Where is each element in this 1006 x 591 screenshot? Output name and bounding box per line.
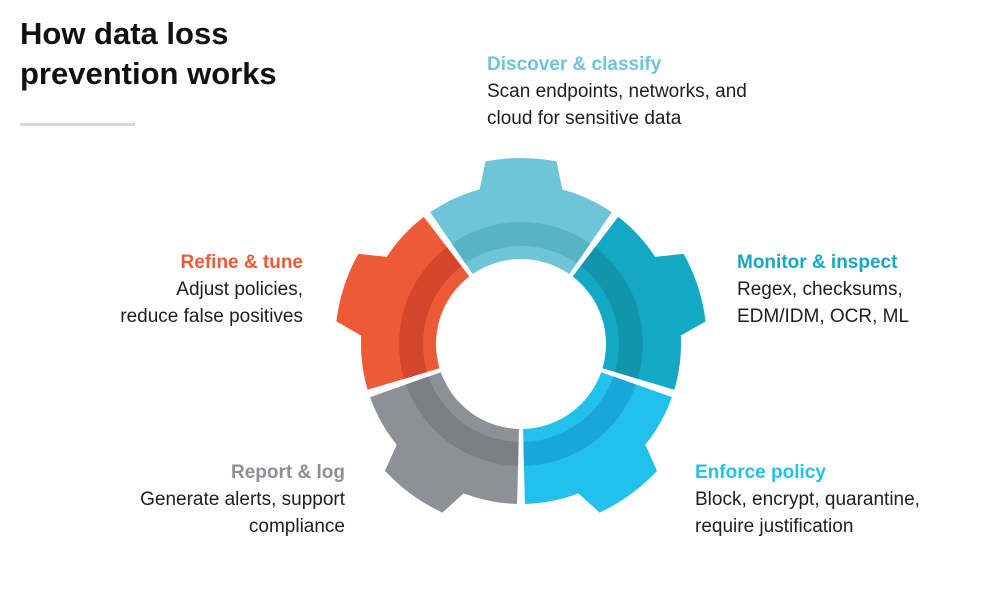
gear-segment-monitor-band bbox=[580, 247, 644, 379]
stage-monitor-desc-line-2: EDM/IDM, OCR, ML bbox=[737, 306, 910, 327]
gear-segment-report bbox=[370, 372, 519, 513]
stage-refine-title: Refine & tune bbox=[180, 252, 303, 273]
title-divider bbox=[20, 123, 135, 126]
gear-segment-refine-band bbox=[398, 247, 462, 379]
stage-refine-desc-line-2: reduce false positives bbox=[120, 306, 303, 327]
stage-refine-desc-line-1: Adjust policies, bbox=[176, 279, 303, 300]
page-title: How data loss prevention works bbox=[20, 14, 277, 94]
stage-report-title: Report & log bbox=[231, 462, 345, 483]
stage-enforce-desc-line-2: require justification bbox=[695, 516, 854, 537]
stage-monitor-desc-line-1: Regex, checksums, bbox=[737, 279, 903, 300]
stage-discover-desc-line-1: Scan endpoints, networks, and bbox=[487, 81, 747, 102]
stage-report-desc-line-2: compliance bbox=[248, 516, 345, 537]
stage-enforce: Enforce policy Block, encrypt, quarantin… bbox=[695, 460, 995, 540]
stage-discover: Discover & classify Scan endpoints, netw… bbox=[487, 52, 787, 132]
stage-enforce-desc: Block, encrypt, quarantine, require just… bbox=[695, 486, 995, 540]
stage-refine-desc: Adjust policies, reduce false positives bbox=[3, 276, 303, 330]
stage-report: Report & log Generate alerts, support co… bbox=[45, 460, 345, 540]
stage-monitor-title: Monitor & inspect bbox=[737, 252, 898, 273]
gear-segment-enforce bbox=[523, 372, 672, 513]
gear-segment-report-band bbox=[405, 376, 519, 466]
stage-enforce-desc-line-1: Block, encrypt, quarantine, bbox=[695, 489, 920, 510]
gear-segment-report-body bbox=[370, 372, 519, 513]
stage-discover-title: Discover & classify bbox=[487, 54, 662, 75]
stage-monitor: Monitor & inspect Regex, checksums, EDM/… bbox=[737, 250, 1006, 330]
gear-segment-refine bbox=[336, 216, 470, 390]
gear-segment-enforce-body bbox=[523, 372, 672, 513]
gear-segment-discover-body bbox=[430, 158, 612, 275]
stage-enforce-title: Enforce policy bbox=[695, 462, 826, 483]
gear-center-hole bbox=[437, 260, 605, 428]
stage-discover-desc: Scan endpoints, networks, and cloud for … bbox=[487, 78, 787, 132]
stage-report-desc: Generate alerts, support compliance bbox=[45, 486, 345, 540]
gear-segment-discover-band bbox=[451, 222, 591, 264]
stage-report-desc-line-1: Generate alerts, support bbox=[140, 489, 345, 510]
stage-discover-desc-line-2: cloud for sensitive data bbox=[487, 108, 682, 129]
stage-monitor-desc: Regex, checksums, EDM/IDM, OCR, ML bbox=[737, 276, 1006, 330]
stage-refine: Refine & tune Adjust policies, reduce fa… bbox=[3, 250, 303, 330]
title-line-1: How data loss bbox=[20, 16, 229, 51]
gear-segment-enforce-band bbox=[523, 376, 637, 466]
title-line-2: prevention works bbox=[20, 56, 277, 91]
gear-segment-monitor bbox=[572, 216, 706, 390]
gear-segment-discover bbox=[430, 158, 612, 275]
